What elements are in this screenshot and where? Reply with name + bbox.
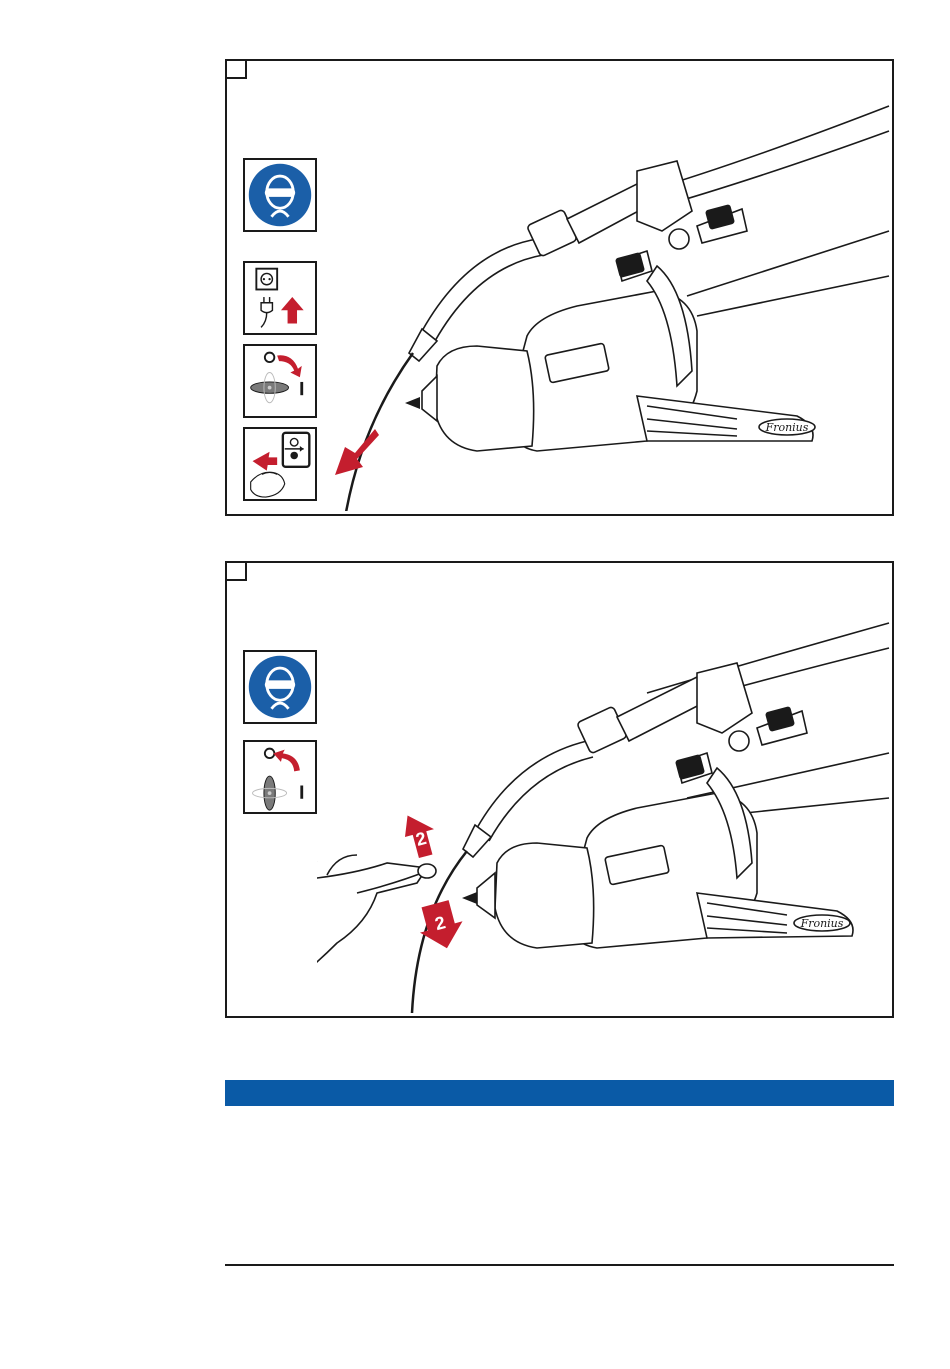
safety-goggles-icon [243,158,317,232]
callout-arrow-upper: 2 [400,810,440,860]
illustration-panel-1: Fronius [225,59,894,516]
illustration-panel-2: 2 2 Fronius [225,561,894,1018]
step-number-box [225,561,247,581]
power-plug-unplug-icon [243,261,317,335]
footer-rule [225,1264,894,1266]
section-header-bar [225,1080,894,1106]
step-number-box [225,59,247,79]
brand-logo: Fronius [765,421,809,434]
power-switch-on-icon [243,740,317,814]
power-switch-off-icon [243,344,317,418]
wire-feed-button-icon [243,427,317,501]
brand-logo: Fronius [800,917,844,930]
welding-torch-illustration: Fronius [317,91,892,511]
welding-torch-wire-cut-illustration: 2 2 Fronius [317,593,892,1013]
safety-goggles-icon [243,650,317,724]
